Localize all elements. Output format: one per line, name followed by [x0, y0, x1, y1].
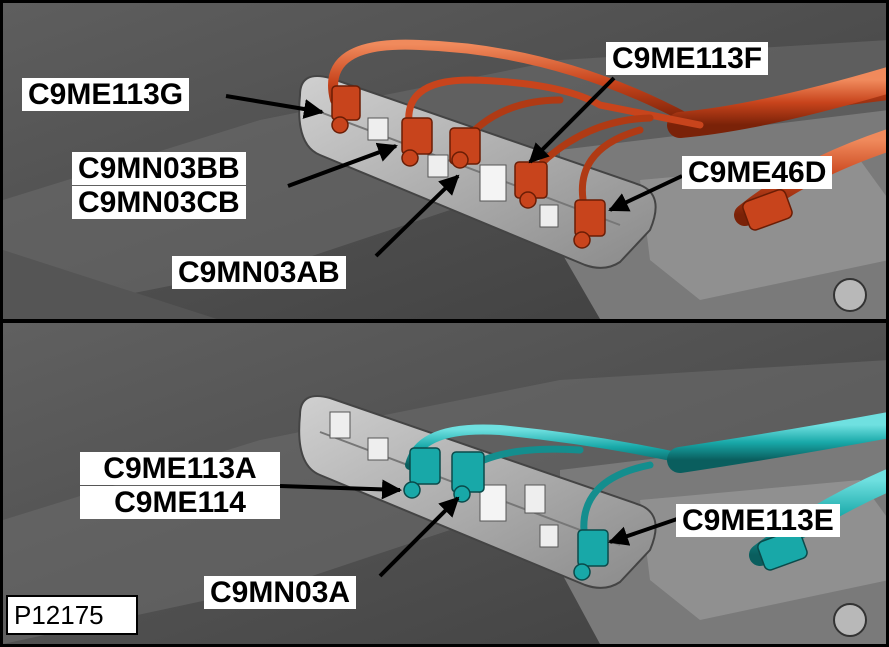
label-c9mn03bb: C9MN03BB — [72, 152, 246, 185]
label-c9mn03cb: C9MN03CB — [72, 186, 246, 219]
label-c9me46d: C9ME46D — [682, 156, 833, 189]
arrow-c9me113a — [279, 479, 402, 500]
panel-divider — [0, 319, 889, 323]
arrow-c9me113e — [608, 516, 681, 546]
arrow-c9mn03bb — [287, 142, 398, 188]
figure-id: P12175 — [6, 595, 138, 635]
label-c9mn03a: C9MN03A — [204, 576, 357, 609]
label-c9me113f: C9ME113F — [606, 42, 769, 75]
label-c9me113a: C9ME113A — [80, 452, 280, 485]
label-c9me113g: C9ME113G — [22, 78, 190, 111]
teal-connectors — [403, 447, 808, 581]
arrow-c9me113g — [225, 94, 324, 119]
label-c9mn03ab: C9MN03AB — [172, 256, 346, 289]
label-c9me113e: C9ME113E — [676, 504, 840, 537]
leader-arrows — [225, 76, 683, 578]
arrow-c9me46d — [608, 174, 683, 212]
label-c9me114: C9ME114 — [80, 486, 280, 519]
arrow-c9mn03ab — [374, 174, 460, 258]
arrow-c9me113f — [528, 76, 616, 164]
orange-connectors — [331, 85, 793, 249]
orange-harness — [328, 39, 889, 226]
arrow-c9mn03a — [378, 496, 460, 578]
